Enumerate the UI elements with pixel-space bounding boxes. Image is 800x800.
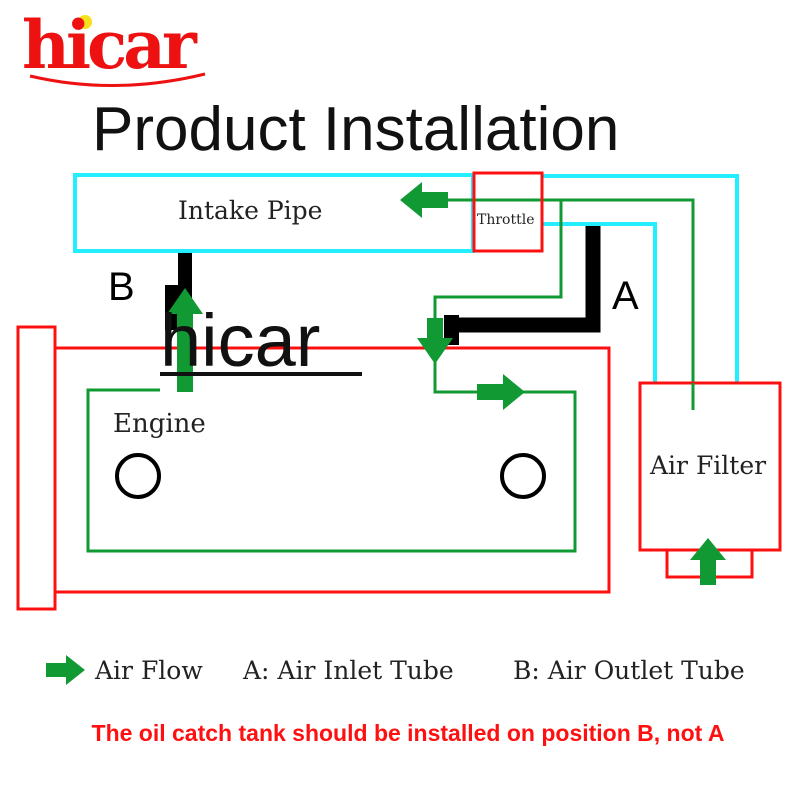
arrow-up-icon xyxy=(690,538,726,585)
intake-pipe-label: Intake Pipe xyxy=(178,196,322,225)
label-b: B xyxy=(108,265,135,309)
air-filter xyxy=(638,381,782,552)
warning-note: The oil catch tank should be installed o… xyxy=(92,720,725,746)
throttle-label: Throttle xyxy=(477,212,535,228)
engine-label: Engine xyxy=(113,409,206,439)
arrow-right-icon xyxy=(477,374,525,410)
arrow-up-icon xyxy=(167,288,203,392)
engine-mount-right xyxy=(500,453,546,499)
arrow-left-icon xyxy=(400,182,448,218)
legend-arrow-icon xyxy=(46,655,85,685)
engine-block xyxy=(53,346,611,594)
legend-b: B: Air Outlet Tube xyxy=(513,656,745,685)
legend-air-flow: Air Flow xyxy=(94,656,203,685)
label-a: A xyxy=(612,274,639,318)
logo-text: hicar xyxy=(22,6,198,84)
legend-a: A: Air Inlet Tube xyxy=(242,656,454,685)
arrow-down-icon xyxy=(417,318,453,364)
air-inlet-tube-a xyxy=(450,226,601,333)
engine-mount-left xyxy=(115,453,161,499)
watermark: hicar xyxy=(160,299,320,382)
hicar-logo: hicar xyxy=(22,6,206,87)
page-title: Product Installation xyxy=(92,95,619,164)
air-filter-label: Air Filter xyxy=(649,451,766,480)
engine-side-plate xyxy=(16,325,57,611)
green-air-path xyxy=(86,198,695,553)
throttle-body xyxy=(472,171,544,253)
